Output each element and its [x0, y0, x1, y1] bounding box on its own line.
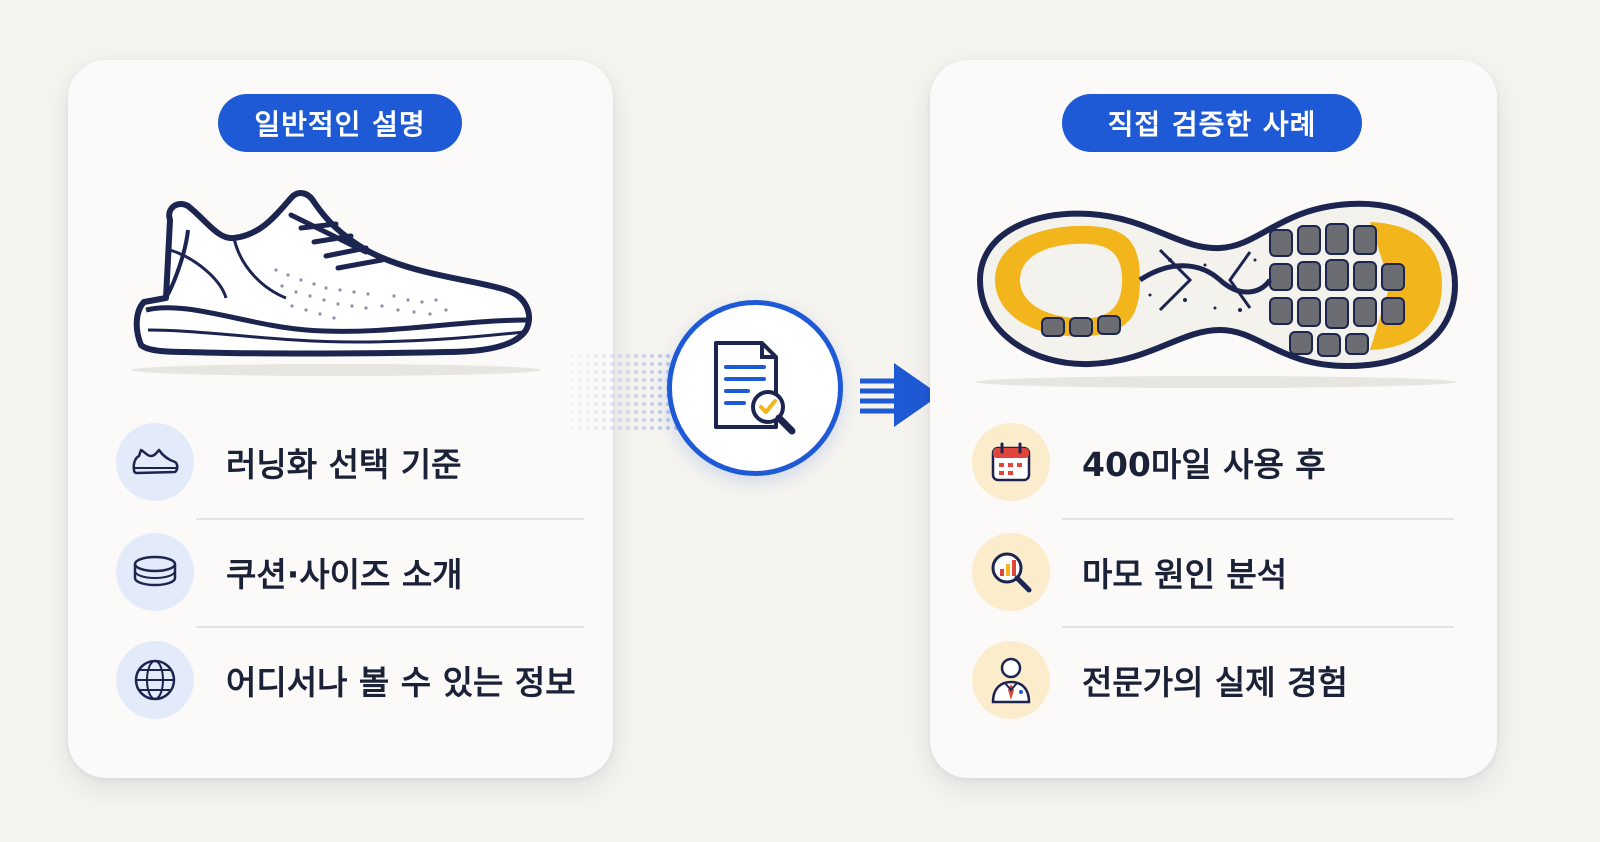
list-item-label: 어디서나 볼 수 있는 정보	[226, 663, 576, 702]
running-shoe-illustration	[131, 190, 541, 376]
calendar-icon	[972, 423, 1050, 501]
document-inspection-icon	[714, 341, 796, 435]
divider	[1062, 626, 1454, 628]
list-item: 전문가의 실제 경험	[930, 630, 1497, 730]
list-item-label: 마모 원인 분석	[1082, 555, 1288, 594]
arrow-right-icon	[860, 363, 940, 427]
list-item: 마모 원인 분석	[930, 522, 1497, 622]
list-item: 쿠션·사이즈 소개	[68, 522, 613, 622]
list-item-label: 러닝화 선택 기준	[226, 445, 462, 484]
list-item: 어디서나 볼 수 있는 정보	[68, 630, 613, 730]
verified-case-badge: 직접 검증한 사례	[1062, 94, 1362, 152]
document-inspection-badge	[667, 300, 843, 476]
list-item-label: 쿠션·사이즈 소개	[226, 555, 463, 594]
divider	[196, 518, 584, 520]
magnifier-chart-icon	[972, 533, 1050, 611]
list-item: 400마일 사용 후	[930, 412, 1497, 512]
worn-shoe-sole-illustration	[976, 200, 1459, 388]
general-description-card: 일반적인 설명 러닝화 선택 기준 쿠션·사이즈 소개	[68, 60, 613, 778]
general-description-badge: 일반적인 설명	[218, 94, 462, 152]
list-item-label: 전문가의 실제 경험	[1082, 663, 1348, 702]
halftone-dots-decoration	[560, 352, 680, 430]
expert-person-icon	[972, 641, 1050, 719]
globe-icon	[116, 641, 194, 719]
sneaker-icon	[116, 423, 194, 501]
cushion-icon	[116, 533, 194, 611]
divider	[1062, 518, 1454, 520]
verified-case-card: 직접 검증한 사례 400마일 사용 후 마모 원인 분석	[930, 60, 1497, 778]
divider	[196, 626, 584, 628]
list-item: 러닝화 선택 기준	[68, 412, 613, 512]
list-item-label: 400마일 사용 후	[1082, 445, 1326, 484]
